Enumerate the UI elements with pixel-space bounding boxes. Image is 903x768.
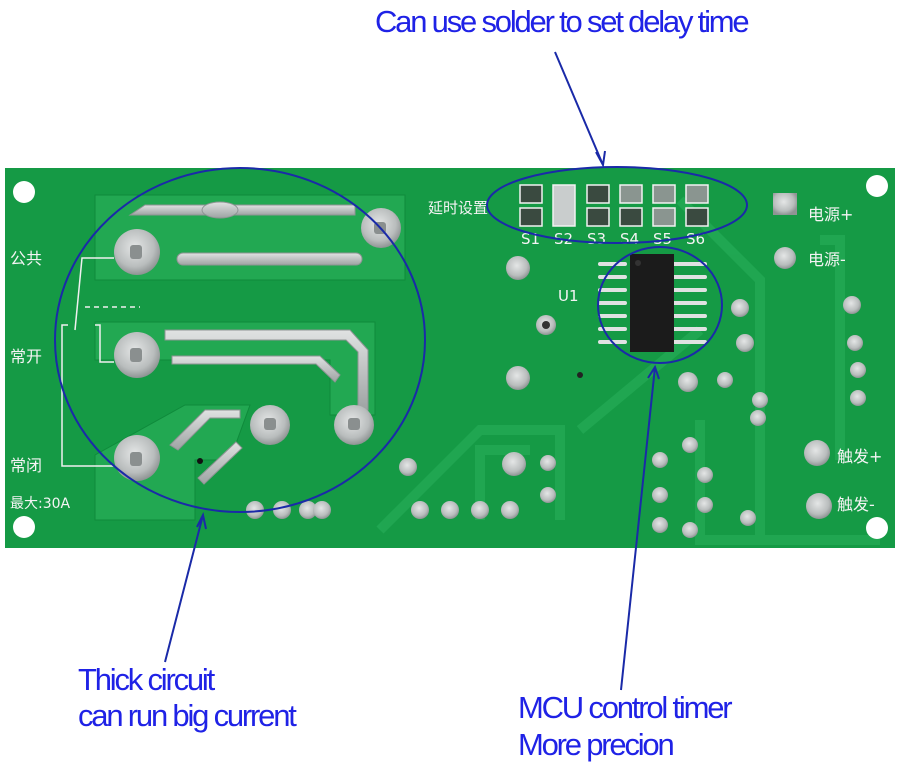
label-common: 公共 [10, 249, 42, 268]
chip-pins [598, 262, 707, 344]
annotation-mcu-2: More precion [518, 727, 675, 762]
svg-text:S3: S3 [587, 230, 606, 248]
label-normally-closed: 常闭 [10, 456, 42, 475]
label-max-current: 最大:30A [10, 496, 71, 512]
label-power-minus: 电源- [808, 250, 846, 269]
annotation-delay: Can use solder to set delay time [375, 4, 750, 39]
annotation-mcu-1: MCU control timer [518, 690, 733, 725]
svg-text:S5: S5 [653, 230, 672, 248]
relay-highlight-ellipse [54, 167, 426, 513]
jumper-highlight-ellipse [486, 166, 748, 244]
annotation-thick-circuit-2: can run big current [78, 698, 297, 733]
arrow-delay [554, 51, 606, 169]
mcu-chip [630, 254, 674, 352]
chip-highlight-ellipse [597, 246, 723, 364]
svg-text:S4: S4 [620, 230, 639, 248]
label-normally-open: 常开 [10, 347, 42, 366]
annotation-thick-circuit-1: Thick circuit [78, 662, 215, 697]
label-u1: U1 [558, 287, 579, 305]
label-trigger-plus: 触发+ [837, 447, 882, 466]
jumper-labels: S1 S2 S3 S4 S5 S6 [521, 230, 705, 248]
arrow-mcu [620, 364, 660, 691]
mounting-holes [13, 175, 888, 539]
label-trigger-minus: 触发- [837, 495, 875, 514]
arrow-thick [164, 512, 207, 663]
label-delay-setting: 延时设置 [428, 199, 488, 217]
label-power-plus: 电源+ [808, 205, 853, 224]
